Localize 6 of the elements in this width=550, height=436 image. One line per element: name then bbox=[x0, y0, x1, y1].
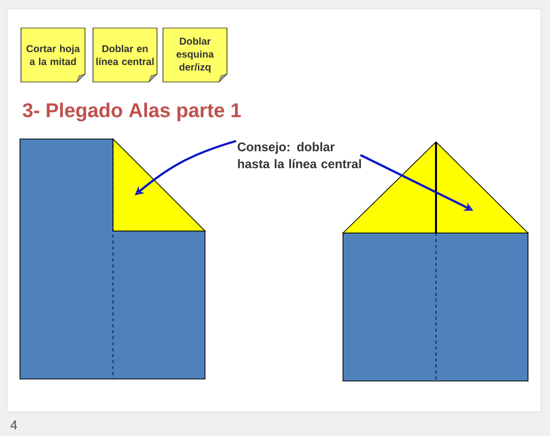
page-number: 4 bbox=[10, 420, 18, 430]
tip-text: Consejo: doblar hasta la línea central bbox=[238, 142, 361, 168]
sticky-note: Doblar en línea central bbox=[92, 28, 158, 82]
slide-title: 3- Plegado Alas parte 1 bbox=[22, 102, 241, 122]
sticky-note: Cortar hoja a la mitad bbox=[20, 28, 86, 82]
sticky-note: Doblar esquina der/izq bbox=[162, 28, 228, 82]
